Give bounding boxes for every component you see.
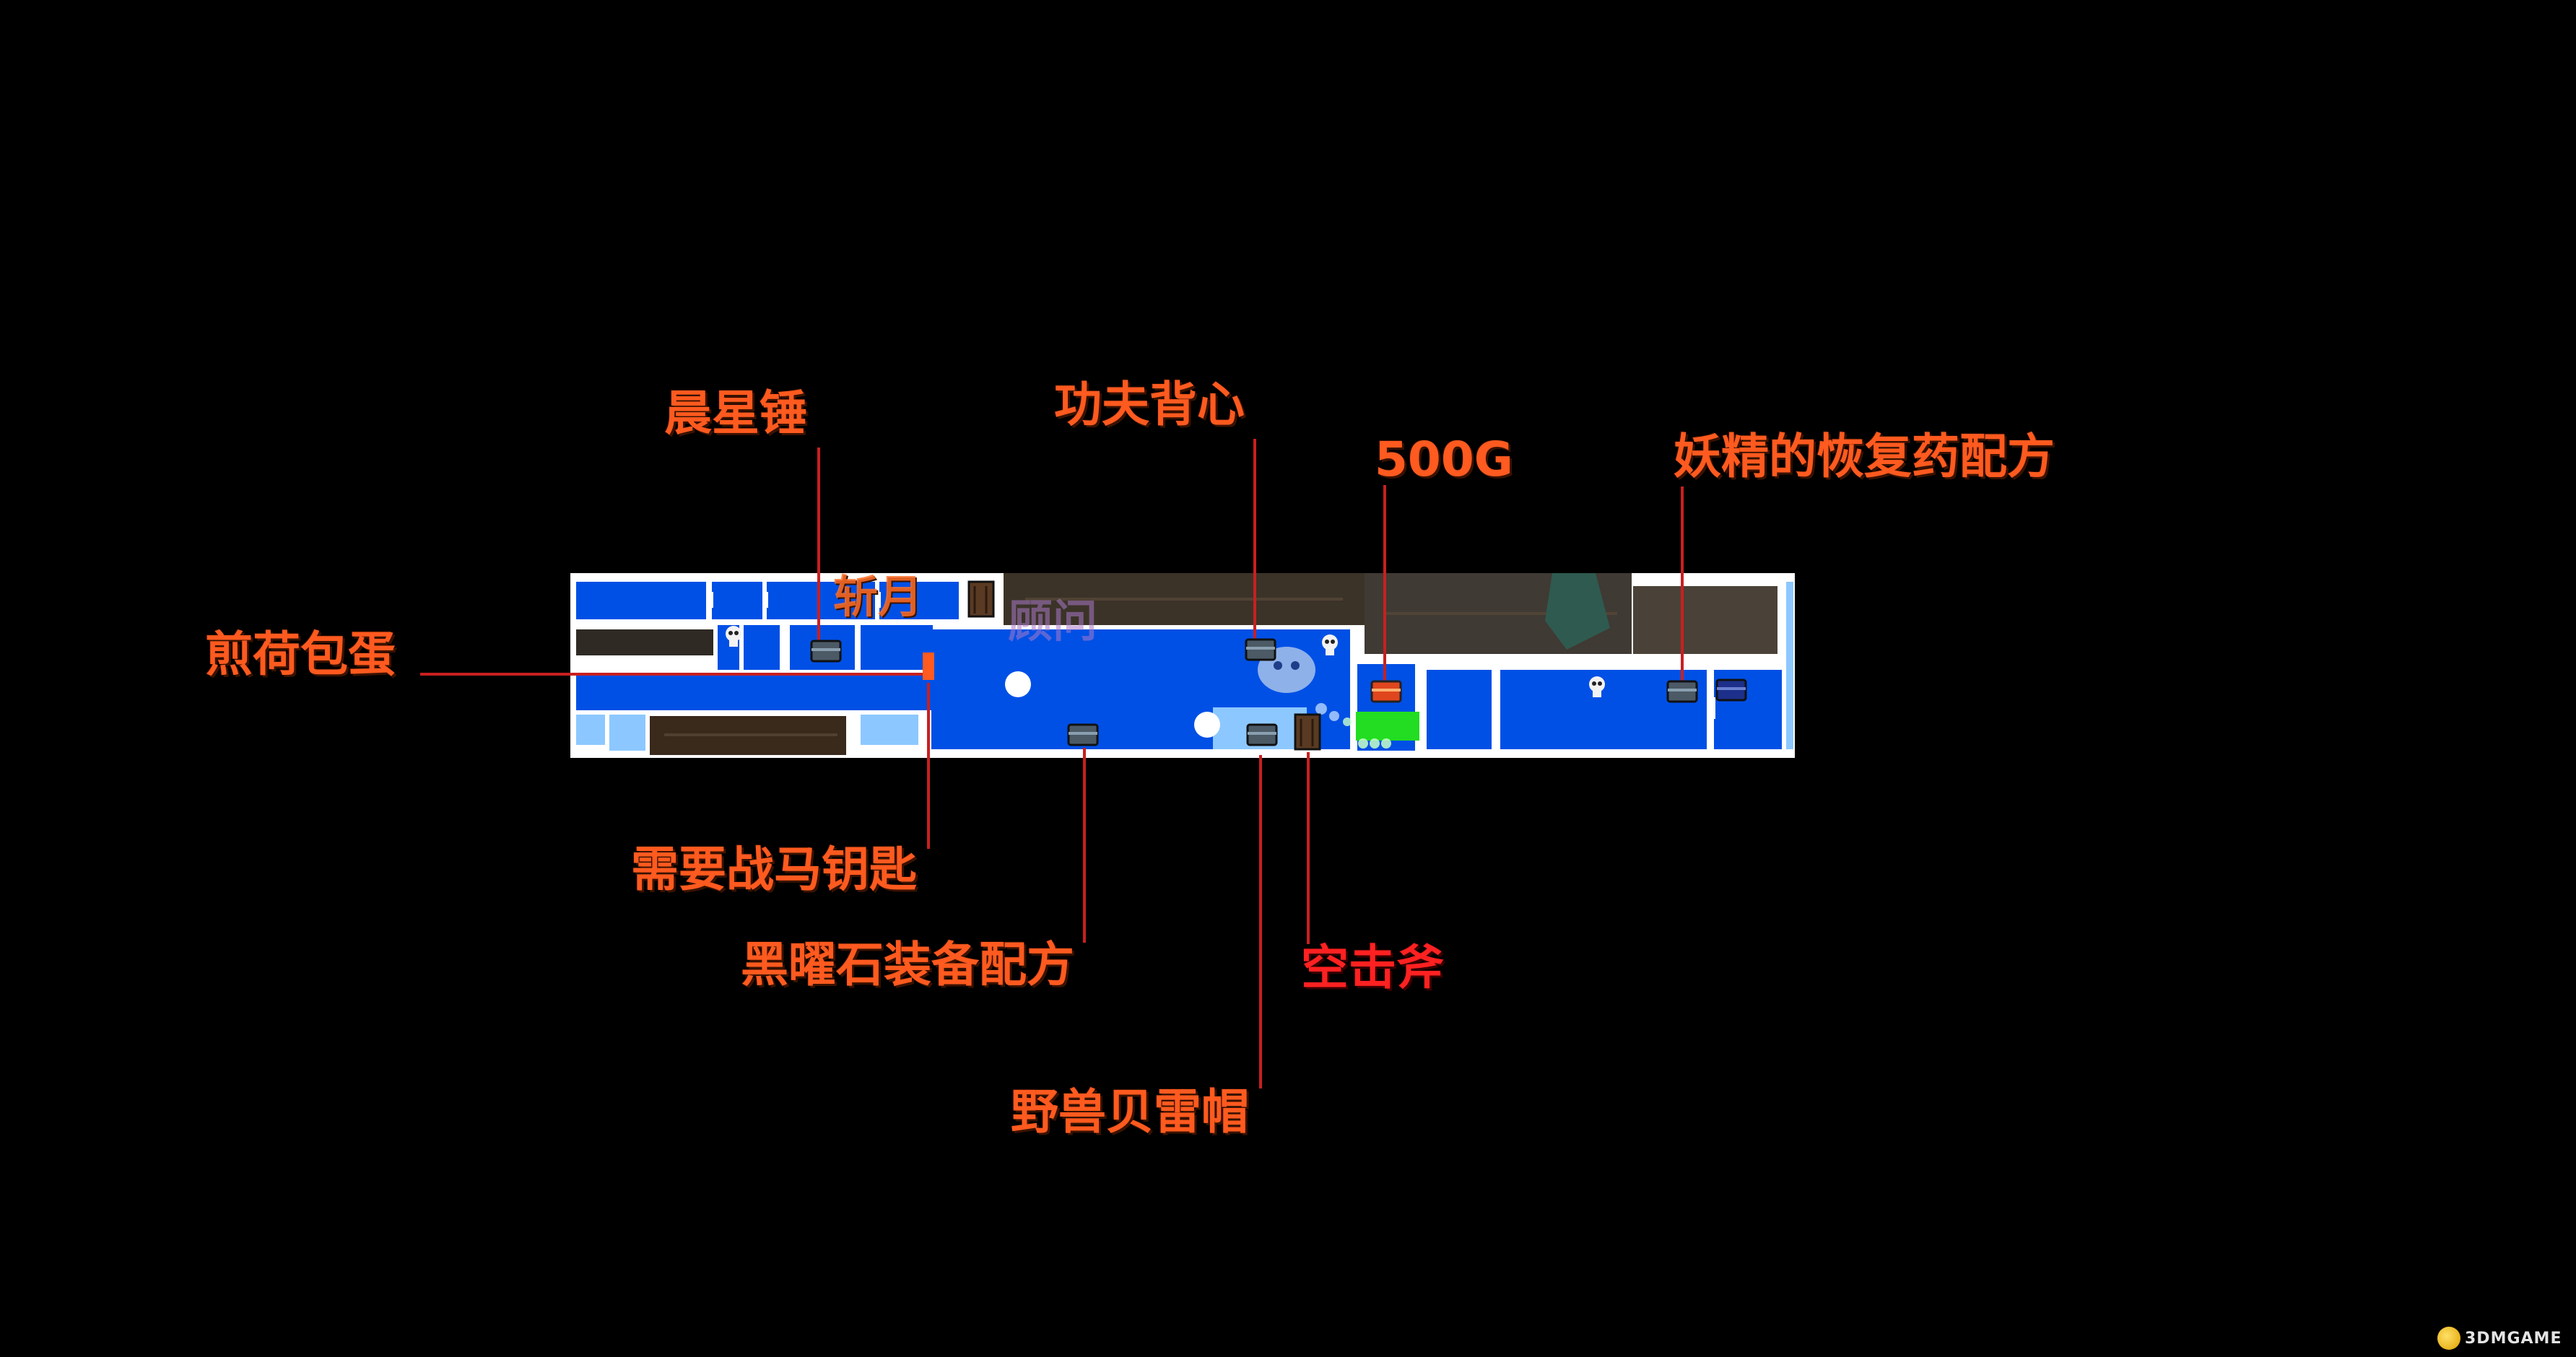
- door-icon: [1294, 713, 1321, 751]
- room-bottom-left-3: [861, 715, 918, 745]
- skull-icon: [1589, 676, 1605, 697]
- watermark-logo-icon: [2437, 1327, 2460, 1350]
- scenery-far-right: [1633, 586, 1777, 654]
- label-fairy-potion-recipe: 妖精的恢复药配方: [1674, 429, 2055, 484]
- label-advisor: 顾问: [1008, 595, 1098, 647]
- scenery-statue: [1545, 573, 1610, 650]
- label-morning-star-hammer: 晨星锤: [664, 385, 807, 441]
- watermark: 3DMGAME: [2437, 1327, 2567, 1351]
- room-top-left-3: [767, 582, 875, 619]
- room-mid-left-4: [861, 625, 933, 670]
- map-icons: [726, 580, 1747, 751]
- chest-icon: [1067, 723, 1099, 746]
- chest-icon: [1246, 723, 1278, 746]
- chest-icon: [1245, 638, 1276, 661]
- label-obsidian-recipe: 黑曜石装备配方: [741, 937, 1074, 992]
- save-point-icon: [1358, 738, 1391, 749]
- room-right-2: [1427, 670, 1492, 749]
- light-orb-icon: [1194, 712, 1220, 738]
- label-kungfu-vest: 功夫背心: [1054, 377, 1245, 432]
- room-bottom-left-2: [609, 715, 645, 751]
- door-icon: [967, 580, 995, 618]
- room-top-left-4: [879, 582, 959, 619]
- room-mid-left-2: [744, 625, 780, 670]
- label-air-strike-axe: 空击斧: [1301, 940, 1444, 995]
- room-top-left-2: [712, 582, 762, 619]
- room-corridor-left: [576, 676, 933, 710]
- label-need-warhorse-key: 需要战马钥匙: [631, 842, 917, 897]
- map-scenery: [576, 573, 1777, 755]
- room-top-left-1: [576, 582, 706, 619]
- watermark-text: 3DMGAME: [2465, 1330, 2562, 1348]
- room-save: [1356, 712, 1419, 741]
- skull-icon: [726, 626, 741, 647]
- label-zangetsu: 斩月: [833, 570, 923, 623]
- label-beast-beret: 野兽贝雷帽: [1011, 1084, 1249, 1140]
- label-fried-egg: 煎荷包蛋: [205, 627, 396, 682]
- locked-door-icon: [923, 653, 934, 680]
- light-orb-icon: [1005, 671, 1031, 697]
- room-bottom-left-1: [576, 715, 605, 745]
- leader-lines: [420, 439, 1684, 1088]
- scenery-left-strip: [576, 629, 713, 655]
- chest-icon: [810, 640, 842, 663]
- red-chest-icon: [1370, 680, 1402, 703]
- label-500g: 500G: [1375, 432, 1513, 487]
- room-right-edge: [1786, 582, 1793, 749]
- chest-icon: [1666, 680, 1698, 703]
- chest-icon: [1715, 678, 1747, 702]
- map-doorways: [706, 592, 1715, 719]
- skull-icon: [1322, 634, 1338, 655]
